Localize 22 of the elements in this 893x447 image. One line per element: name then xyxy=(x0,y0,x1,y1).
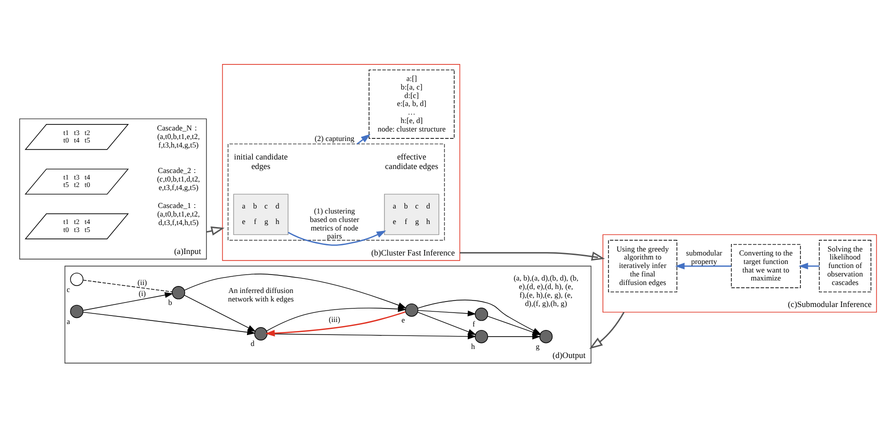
node-label: f xyxy=(472,319,475,328)
edge-label: (2) capturing xyxy=(314,134,354,143)
node-label: h xyxy=(470,342,474,351)
edge-label: (1) clustering based on cluster metrics of node pairs xyxy=(309,206,359,240)
node-label: c xyxy=(66,284,70,294)
node-label: Cascade_2： xyxy=(157,166,199,175)
edge-label: submodular property xyxy=(686,248,722,266)
node-label: a xyxy=(66,316,70,326)
edge-label: (i) xyxy=(138,288,146,298)
label: An inferred diffusion network with k edges xyxy=(228,286,294,304)
node-label: (a,t0,b,t1,e,t2, f,t3,h,t4,g,t5) xyxy=(156,131,200,149)
node-label: e xyxy=(401,315,404,324)
node-label: d xyxy=(250,338,254,348)
node-label: g xyxy=(535,342,540,351)
edge-label: (ii) xyxy=(137,277,146,286)
node-label: Cascade_1： xyxy=(157,200,199,210)
node-label: (a,t0,b,t1,e,t2, d,t3,f,t4,h,t5) xyxy=(156,208,200,226)
node-label: b xyxy=(168,298,172,307)
node-label: (c,t0,b,t1,d,t2, e,t3,f,t4,g,t5) xyxy=(156,174,200,192)
label: (a, b),(a, d),(b, d), (b, e),(d, e),(d, h), (e, f),(e, h),(e, g), (e, d),(f, g),(h, g) xyxy=(513,273,578,308)
edge-label: (iii) xyxy=(328,314,340,324)
node-label: Cascade_N： xyxy=(156,123,200,132)
